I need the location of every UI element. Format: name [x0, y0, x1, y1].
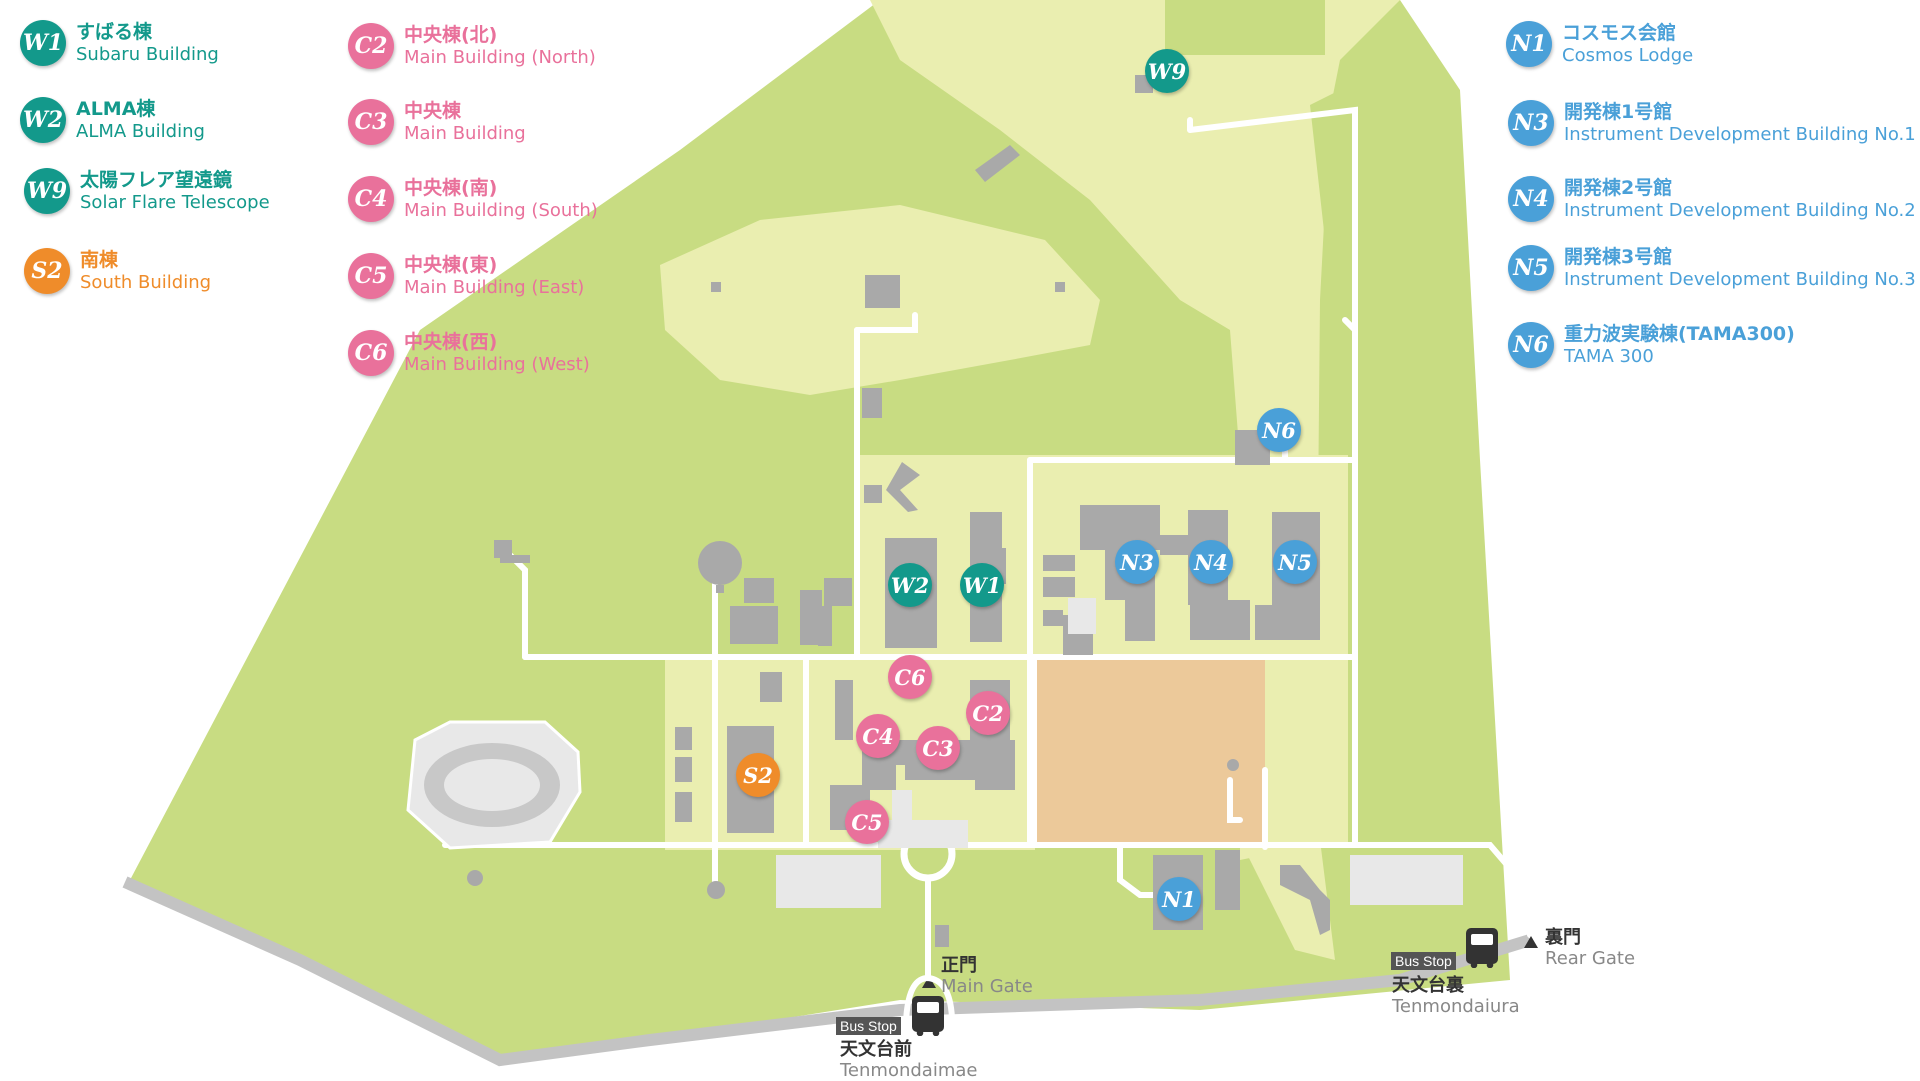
legend-n6-en: TAMA 300 [1564, 345, 1654, 367]
legend-n1: N1 コスモス会館 Cosmos Lodge [1506, 21, 1693, 67]
sports-field [1035, 660, 1265, 843]
rear-bus-icon [1466, 928, 1498, 968]
legend-c3-jp: 中央棟 [404, 99, 462, 122]
north-forest-patch [1165, 0, 1325, 55]
badge-w2: W2 [20, 97, 66, 143]
small-dome-west [467, 870, 483, 886]
main-bus-stop-jp: 天文台前 [840, 1039, 912, 1060]
rear-bus-stop-label: 天文台裏 Tenmondaiura [1392, 975, 1520, 1017]
legend-n3: N3 開発棟1号館 Instrument Development Buildin… [1508, 100, 1916, 146]
badge-c2: C2 [348, 23, 394, 69]
main-bus-icon [912, 996, 944, 1036]
badge-n6: N6 [1508, 322, 1554, 368]
legend-n3-jp: 開発棟1号館 [1564, 100, 1673, 123]
main-bus-stop-chip: Bus Stop [836, 1017, 901, 1035]
legend-c4: C4 中央棟(南) Main Building (South) [348, 176, 598, 222]
legend-n5-jp: 開発棟3号館 [1564, 245, 1673, 268]
legend-n4-en: Instrument Development Building No.2 [1564, 199, 1916, 221]
legend-w2-jp: ALMA棟 [76, 97, 156, 120]
legend-n5-en: Instrument Development Building No.3 [1564, 268, 1916, 290]
legend-w1: W1 すばる棟 Subaru Building [20, 20, 219, 66]
legend-c4-jp: 中央棟(南) [404, 176, 498, 199]
marker-s2[interactable]: S2 [736, 753, 780, 797]
legend-n1-en: Cosmos Lodge [1562, 44, 1694, 66]
main-bus-stop-label: 天文台前 Tenmondaimae [840, 1039, 978, 1081]
badge-s2: S2 [24, 248, 70, 294]
badge-n3: N3 [1508, 100, 1554, 146]
rear-gate-label: 裏門 Rear Gate [1545, 927, 1636, 969]
track-infield [444, 759, 540, 811]
marker-c5[interactable]: C5 [845, 800, 889, 844]
legend-w2-en: ALMA Building [76, 120, 205, 142]
marker-n5[interactable]: N5 [1273, 540, 1317, 584]
legend-w2: W2 ALMA棟 ALMA Building [20, 97, 205, 143]
marker-c3[interactable]: C3 [916, 726, 960, 770]
legend-w9-en: Solar Flare Telescope [80, 191, 270, 213]
main-gate-triangle-icon [922, 976, 936, 988]
legend-c6-jp: 中央棟(西) [404, 330, 498, 353]
marker-w1[interactable]: W1 [960, 563, 1004, 607]
legend-c5-en: Main Building (East) [404, 276, 585, 298]
main-gate-label: 正門 Main Gate [941, 955, 1033, 997]
legend-c4-en: Main Building (South) [404, 199, 598, 221]
marker-w9[interactable]: W9 [1145, 49, 1189, 93]
rear-bus-stop-chip: Bus Stop [1391, 952, 1456, 970]
small-dome-south [707, 881, 725, 899]
legend-n6: N6 重力波実験棟(TAMA300) TAMA 300 [1508, 322, 1795, 368]
legend-n5: N5 開発棟3号館 Instrument Development Buildin… [1508, 245, 1916, 291]
badge-n5: N5 [1508, 245, 1554, 291]
badge-n4: N4 [1508, 176, 1554, 222]
main-gate-arch [903, 974, 955, 1023]
badge-c3: C3 [348, 99, 394, 145]
marker-n4[interactable]: N4 [1189, 540, 1233, 584]
marker-w2[interactable]: W2 [888, 563, 932, 607]
legend-c3: C3 中央棟 Main Building [348, 99, 526, 145]
rear-gate-en: Rear Gate [1545, 947, 1636, 969]
legend-c6-en: Main Building (West) [404, 353, 590, 375]
legend-n6-jp: 重力波実験棟(TAMA300) [1564, 322, 1795, 345]
legend-s2-en: South Building [80, 271, 212, 293]
legend-c2-en: Main Building (North) [404, 46, 596, 68]
legend-w1-jp: すばる棟 [76, 20, 153, 43]
legend-s2-jp: 南棟 [80, 248, 119, 271]
marker-c6[interactable]: C6 [888, 655, 932, 699]
legend-c5-jp: 中央棟(東) [404, 253, 498, 276]
southeast-light [1240, 840, 1335, 960]
legend-s2: S2 南棟 South Building [24, 248, 211, 294]
legend-w1-en: Subaru Building [76, 43, 219, 65]
legend-c2-jp: 中央棟(北) [404, 23, 498, 46]
legend-n4-jp: 開発棟2号館 [1564, 176, 1673, 199]
rear-bus-stop-en: Tenmondaiura [1392, 995, 1520, 1017]
legend-c5: C5 中央棟(東) Main Building (East) [348, 253, 584, 299]
marker-n3[interactable]: N3 [1115, 540, 1159, 584]
marker-c4[interactable]: C4 [856, 714, 900, 758]
badge-c5: C5 [348, 253, 394, 299]
legend-c3-en: Main Building [404, 122, 526, 144]
rear-bus-stop-jp: 天文台裏 [1392, 975, 1464, 996]
legend-n1-jp: コスモス会館 [1562, 21, 1677, 44]
rear-gate-jp: 裏門 [1545, 927, 1581, 948]
parking-lots [776, 598, 1463, 908]
legend-w9-jp: 太陽フレア望遠鏡 [80, 168, 233, 191]
badge-w1: W1 [20, 20, 66, 66]
badge-c4: C4 [348, 176, 394, 222]
main-gate-jp: 正門 [941, 955, 977, 976]
legend-w9: W9 太陽フレア望遠鏡 Solar Flare Telescope [24, 168, 270, 214]
small-dome-field [1227, 759, 1239, 771]
badge-n1: N1 [1506, 21, 1552, 67]
legend-c6: C6 中央棟(西) Main Building (West) [348, 330, 590, 376]
legend-n3-en: Instrument Development Building No.1 [1564, 123, 1916, 145]
marker-n1[interactable]: N1 [1157, 877, 1201, 921]
badge-c6: C6 [348, 330, 394, 376]
legend-c2: C2 中央棟(北) Main Building (North) [348, 23, 596, 69]
badge-w9: W9 [24, 168, 70, 214]
main-bus-stop-en: Tenmondaimae [840, 1059, 978, 1081]
marker-c2[interactable]: C2 [966, 691, 1010, 735]
rear-gate-triangle-icon [1524, 936, 1538, 948]
legend-n4: N4 開発棟2号館 Instrument Development Buildin… [1508, 176, 1916, 222]
public-road [122, 876, 1532, 1067]
main-gate-en: Main Gate [941, 975, 1033, 997]
marker-n6[interactable]: N6 [1257, 408, 1301, 452]
